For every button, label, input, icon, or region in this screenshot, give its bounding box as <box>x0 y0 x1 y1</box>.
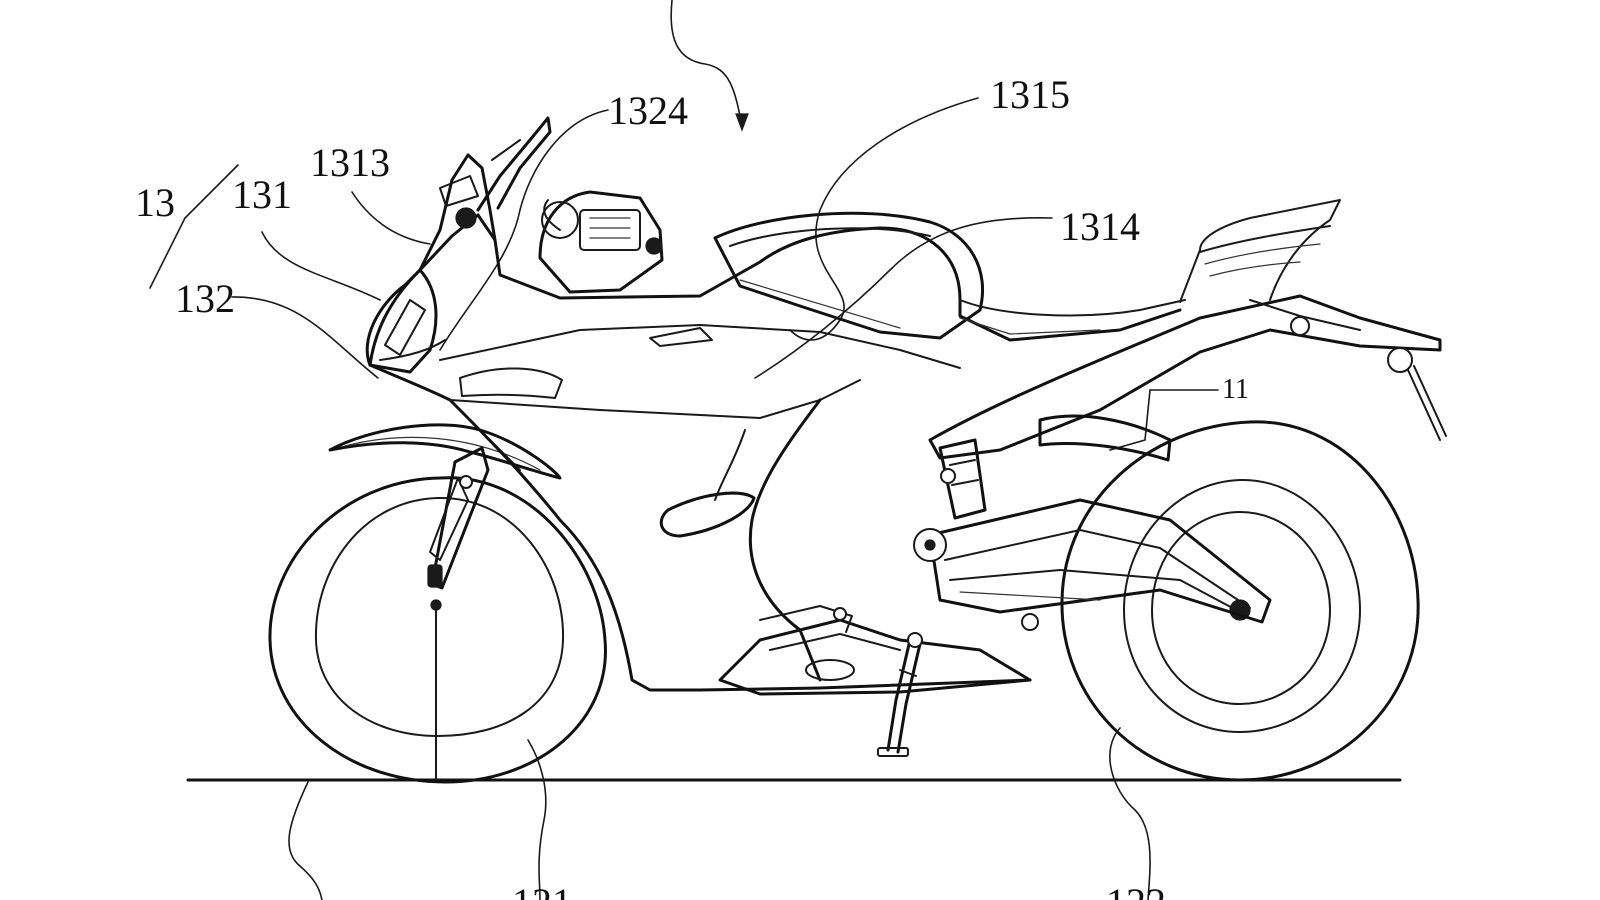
leader-lines <box>149 0 1219 900</box>
label-1315: 1315 <box>990 72 1070 117</box>
windscreen <box>418 116 552 272</box>
rear-wheel <box>1060 420 1420 782</box>
kickstand <box>877 632 923 757</box>
label-1314: 1314 <box>1060 204 1140 249</box>
label-131: 131 <box>232 172 292 217</box>
label-13: 13 <box>135 180 175 225</box>
label-11: 11 <box>1222 374 1249 405</box>
belly-pan <box>718 605 1032 696</box>
label-132: 132 <box>175 276 235 321</box>
swingarm <box>913 498 1272 631</box>
front-wheel <box>268 476 607 784</box>
tail-section <box>928 199 1447 460</box>
rear-shock <box>938 414 1172 520</box>
fairing <box>368 211 1186 692</box>
label-122: 122 <box>1106 880 1166 900</box>
control-unit <box>538 190 664 294</box>
front-fender <box>328 423 562 480</box>
front-fork <box>427 439 521 590</box>
label-1324: 1324 <box>608 88 688 133</box>
label-1313: 1313 <box>310 140 390 185</box>
nose-fairing <box>365 268 446 374</box>
label-121: 121 <box>512 880 572 900</box>
reference-labels: 13 131 132 1313 1324 1315 1314 11 121 12… <box>135 72 1249 900</box>
